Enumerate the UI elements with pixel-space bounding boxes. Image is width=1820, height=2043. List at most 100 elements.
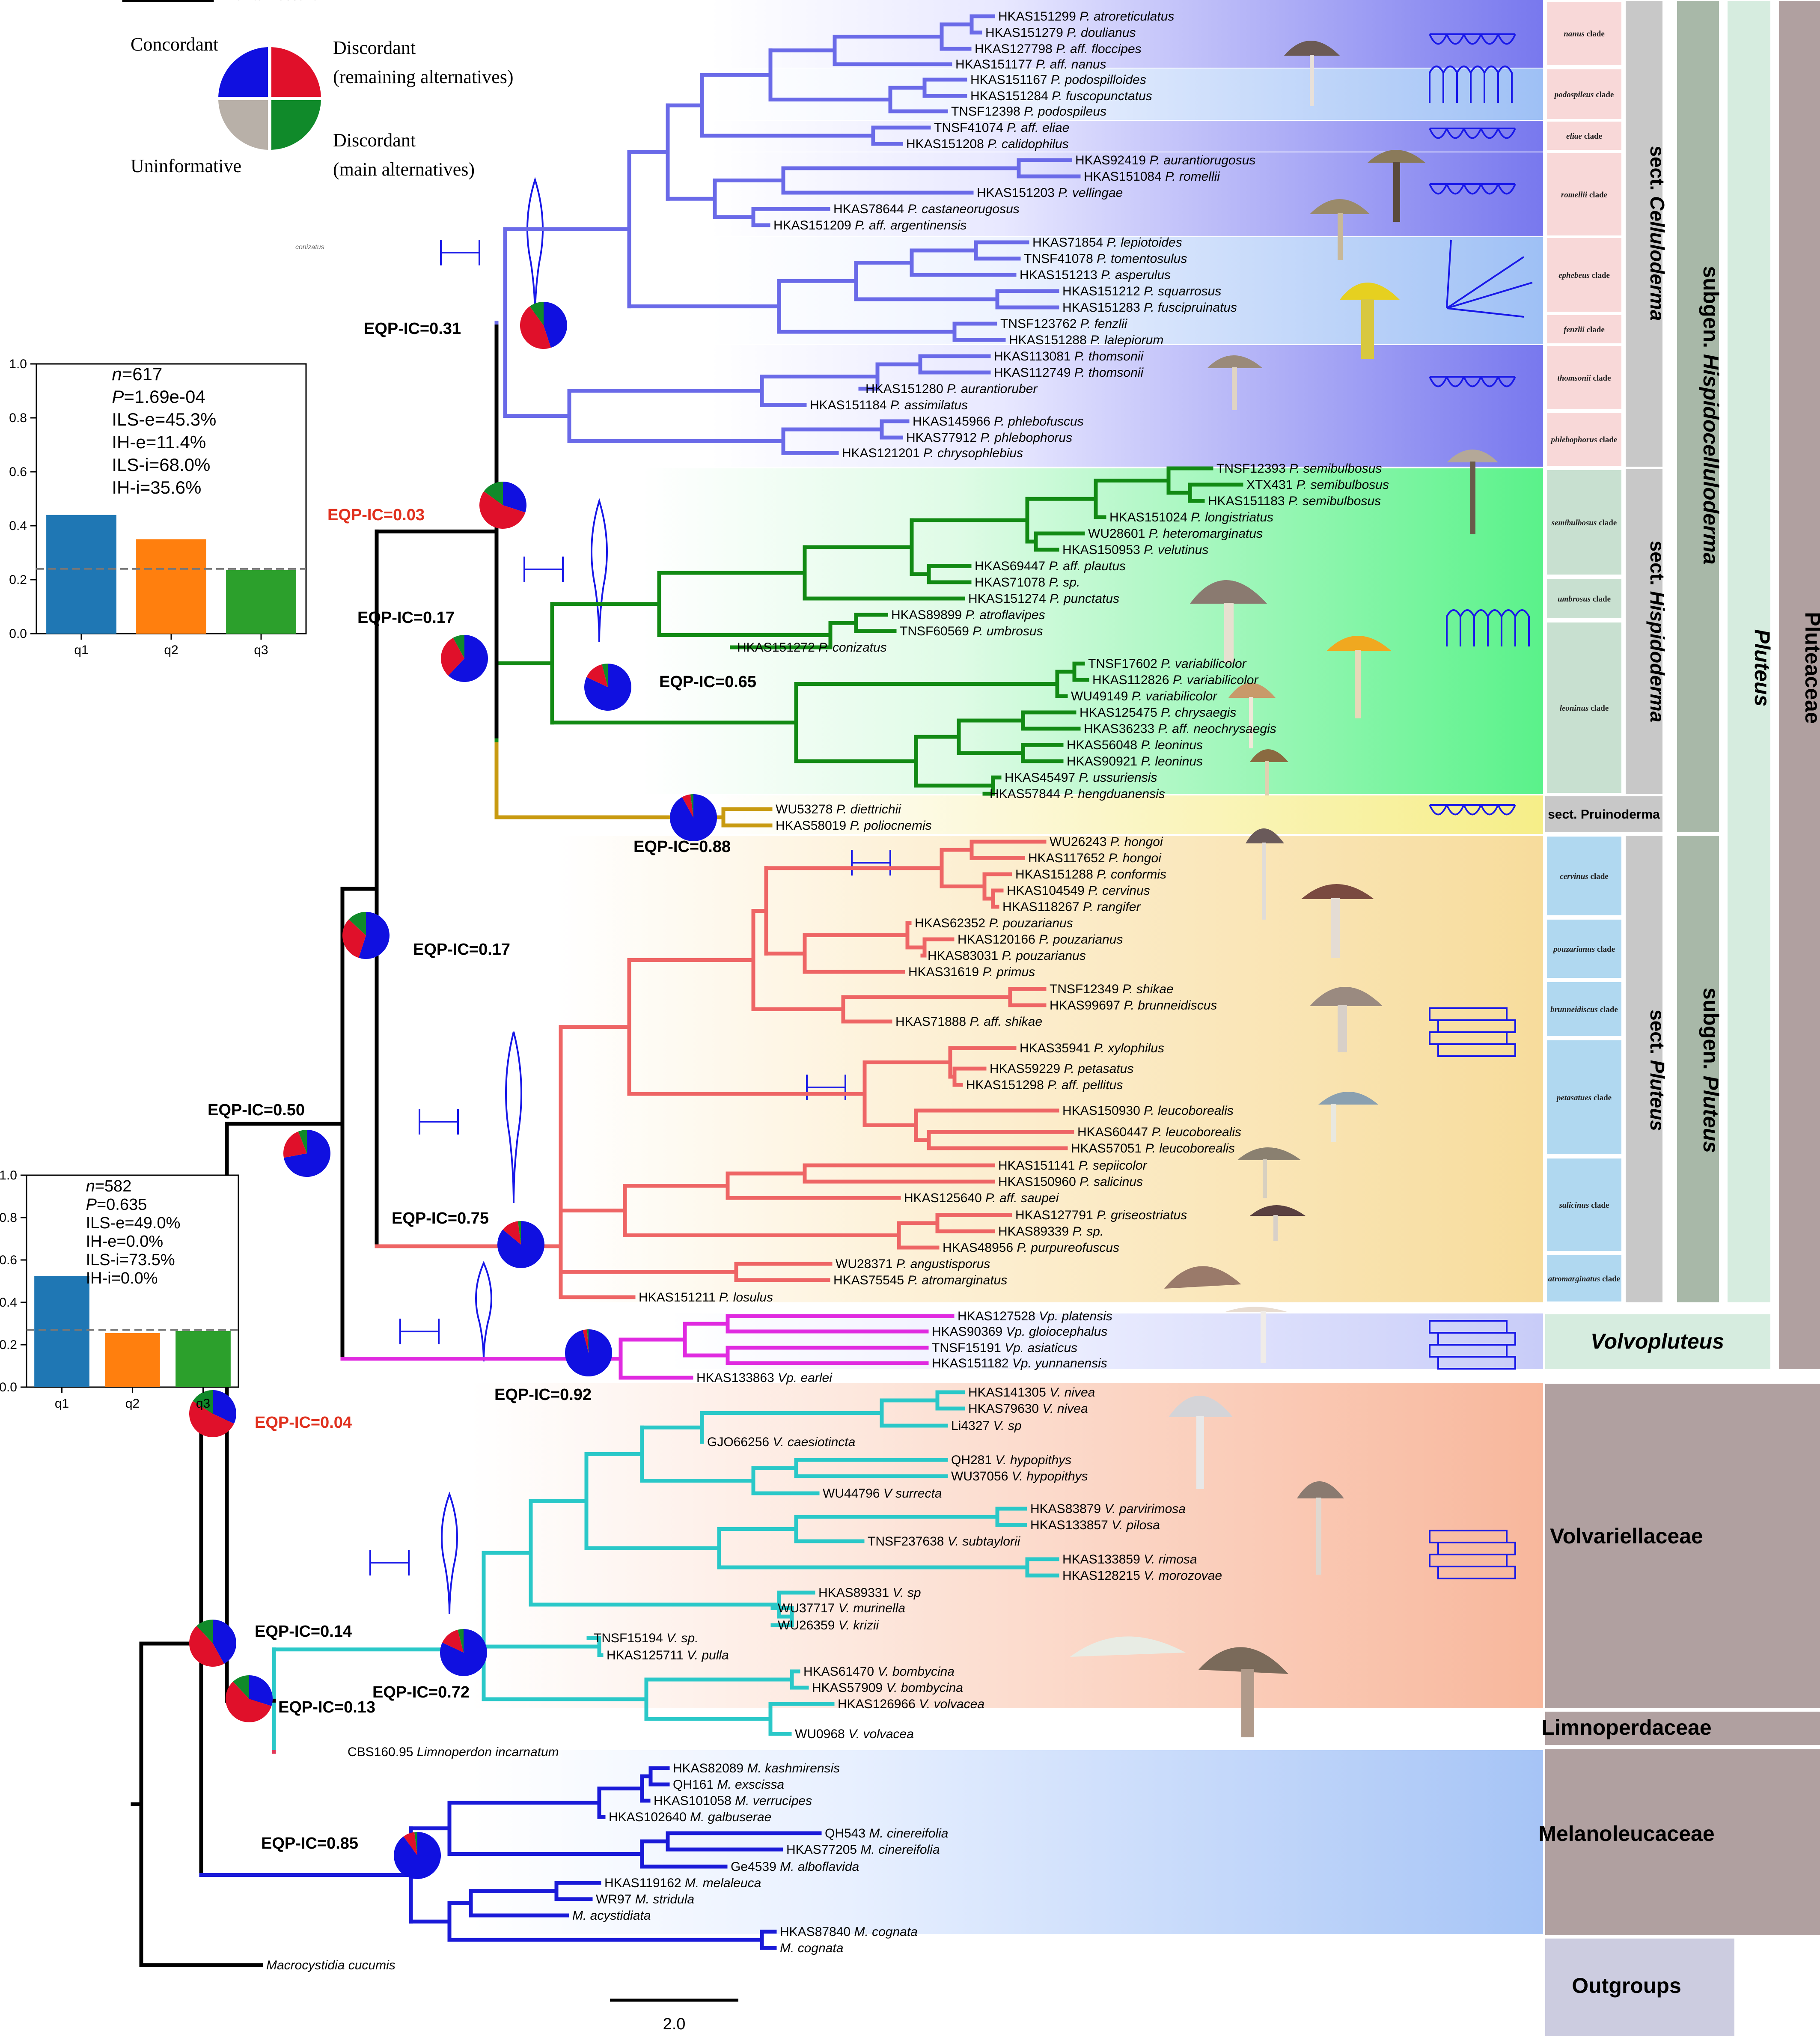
x-tick-label: q3 <box>196 1397 210 1411</box>
eqp-ic-label: EQP-IC=0.92 <box>494 1386 592 1404</box>
y-tick-label: 0.0 <box>0 1380 17 1394</box>
clade-label: ephebeus clade <box>1558 271 1610 280</box>
taxon-label: TNSF41078 P. tomentosulus <box>1024 252 1187 266</box>
taxonomy-columns: sect. Celluloderma sect. Hispidoderma se… <box>1538 1 1820 2036</box>
pie-slice <box>342 919 366 958</box>
cell-drawing <box>1480 184 1499 195</box>
taxon-label: HKAS36233 P. aff. neochrysaegis <box>1084 722 1276 736</box>
mushroom-photo <box>1284 41 1340 106</box>
taxon-label: HKAS151211 P. losulus <box>639 1290 773 1304</box>
taxon-label: WU37056 V. hypopithys <box>951 1469 1088 1483</box>
y-tick-label: 0.0 <box>9 627 27 641</box>
taxon-label: HKAS82089 M. kashmirensis <box>673 1761 840 1775</box>
taxon-label: HKAS89339 P. sp. <box>998 1224 1103 1239</box>
taxon-label: M. cognata <box>780 1941 843 1955</box>
subgen-hispidocelluloderma-bar <box>1677 1 1719 832</box>
taxon-label: HKAS151280 P. aurantioruber <box>865 382 1038 396</box>
family-volvariellaceae-label: Volvariellaceae <box>1550 1524 1703 1548</box>
clade-label: umbrosus clade <box>1558 595 1611 604</box>
taxon-label: HKAS151284 P. fuscopunctatus <box>970 89 1152 103</box>
taxon-label: WU28601 P. heteromarginatus <box>1088 527 1263 541</box>
x-tick-label: q2 <box>164 643 178 657</box>
taxon-label: Ge4539 M. alboflavida <box>731 1860 859 1874</box>
cell-drawing <box>1446 239 1533 318</box>
pie-slice <box>565 1329 613 1376</box>
histogram-bar <box>105 1333 160 1387</box>
y-tick-label: 0.4 <box>0 1295 17 1310</box>
taxon-label: HKAS78644 P. castaneorugosus <box>833 202 1020 216</box>
cell-drawing <box>1497 66 1513 103</box>
cell-drawing <box>1429 128 1448 139</box>
legend-pie-slice <box>270 98 321 150</box>
pie-slice <box>283 1130 330 1177</box>
family-pluteaceae-label: Pluteaceae <box>1801 612 1820 724</box>
hypha-drawing <box>419 1109 459 1135</box>
pie-slice <box>213 1620 236 1664</box>
taxon-label: HKAS101058 M. verrucipes <box>654 1794 812 1808</box>
y-tick-label: 1.0 <box>9 357 27 371</box>
histogram-stat: P=0.635 <box>86 1196 147 1214</box>
thomsonii-band <box>711 345 1543 467</box>
taxon-label: HKAS133863 Vp. earlei <box>696 1371 833 1385</box>
pie-slice <box>213 1390 237 1424</box>
taxon-label: HKAS71078 P. sp. <box>975 575 1080 590</box>
taxon-label: HKAS150953 P. velutinus <box>1062 543 1208 557</box>
pie-slice <box>518 1221 521 1245</box>
genus-pluteus-label: Pluteus <box>1750 629 1774 707</box>
sect-hispidoderma-bar <box>1626 469 1662 794</box>
pie-slice <box>298 1130 307 1153</box>
taxon-label: HKAS89331 V. sp <box>818 1586 921 1600</box>
taxon-label: HKAS127528 Vp. platensis <box>958 1309 1112 1323</box>
taxon-label: HKAS151182 Vp. yunnanensis <box>932 1356 1107 1370</box>
eqp-ic-label: EQP-IC=0.03 <box>327 506 425 524</box>
taxon-label: CBS160.95 Limnoperdon incarnatum <box>348 1745 559 1759</box>
pie-slice <box>586 664 608 687</box>
taxon-label: HKAS127798 P. aff. floccipes <box>975 42 1142 56</box>
hispidoderma-band <box>642 468 1543 794</box>
support-pie <box>189 1620 236 1667</box>
mushroom-photo <box>1297 1481 1344 1575</box>
taxon-label: HKAS113081 P. thomsonii <box>994 349 1144 363</box>
pie-slice <box>393 1832 441 1879</box>
subgen-pluteus-label: subgen. Pluteus <box>1699 988 1723 1153</box>
cell-drawing <box>1497 804 1516 816</box>
eqp-ic-label: EQP-IC=0.72 <box>372 1683 470 1701</box>
taxon-label: HKAS126966 V. volvacea <box>838 1697 984 1711</box>
taxon-label: HKAS99697 P. brunneidiscus <box>1050 998 1217 1013</box>
taxon-label: HKAS117652 P. hongoi <box>1028 851 1162 865</box>
subgen-pluteus-bar <box>1677 836 1719 1302</box>
taxon-label: WU49149 P. variabilicolor <box>1071 689 1217 703</box>
taxon-label: WU28371 P. angustisporus <box>836 1257 990 1271</box>
pie-slice <box>193 1390 213 1414</box>
sect-pruinoderma-bar <box>1545 796 1662 832</box>
eqp-ic-label: EQP-IC=0.14 <box>255 1623 352 1641</box>
cystidium-drawing <box>475 1260 492 1362</box>
taxon-label: HKAS79630 V. nivea <box>968 1402 1088 1416</box>
taxon-label: HKAS150930 P. leucoborealis <box>1062 1104 1234 1118</box>
taxon-label: HKAS57051 P. leucoborealis <box>1071 1141 1235 1156</box>
histogram-stat: IH-e=11.4% <box>112 432 206 452</box>
hypha-drawing <box>440 240 480 265</box>
clade-box <box>1545 918 1623 980</box>
mushroom-photo <box>1318 1092 1378 1142</box>
pie-slice <box>503 482 527 512</box>
melanoleuca-band <box>471 1750 1543 1934</box>
pie-slice <box>348 912 366 935</box>
pie-slice <box>189 1401 234 1437</box>
clade-box <box>1545 0 1623 67</box>
sect-hispidoderma-label: sect. Hispidoderma <box>1646 541 1668 722</box>
support-pie <box>479 482 527 529</box>
clade-box <box>1545 120 1623 152</box>
cystidium-drawing <box>526 177 544 317</box>
cystidium-drawing <box>441 1492 458 1614</box>
taxon-label: HKAS128215 V. morozovae <box>1062 1569 1222 1583</box>
sect-pluteus-label: sect. Pluteus <box>1646 1010 1668 1131</box>
taxon-label: HKAS151213 P. asperulus <box>1020 268 1171 282</box>
clade-background-bands <box>471 0 1543 1934</box>
eqp-ic-label: EQP-IC=0.88 <box>633 838 731 856</box>
taxon-label: HKAS61470 V. bombycina <box>803 1665 955 1679</box>
cell-drawing <box>1497 128 1516 139</box>
taxon-label: HKAS92419 P. aurantiorugosus <box>1075 153 1255 167</box>
outgroups-bar <box>1545 1939 1734 2036</box>
